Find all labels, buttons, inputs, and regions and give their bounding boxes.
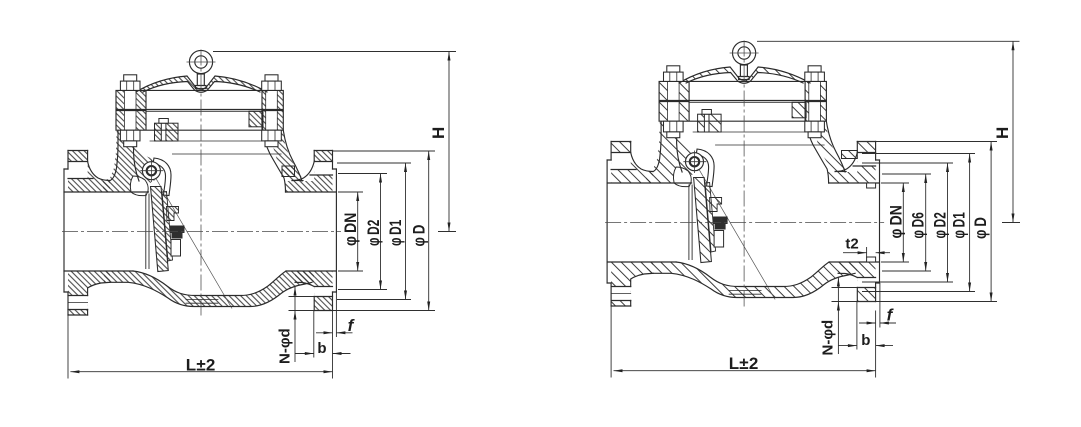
svg-text:b: b	[861, 332, 870, 349]
svg-text:L±2: L±2	[729, 354, 759, 373]
svg-text:φ D: φ D	[410, 225, 429, 247]
svg-text:φ D: φ D	[971, 217, 990, 239]
svg-text:φ D1: φ D1	[950, 212, 969, 239]
svg-text:φ DN: φ DN	[887, 205, 906, 239]
svg-text:H: H	[429, 127, 448, 139]
svg-text:φ D1: φ D1	[386, 220, 405, 247]
svg-text:L±2: L±2	[186, 355, 216, 374]
svg-text:φ D2: φ D2	[364, 220, 383, 247]
svg-text:φ D6: φ D6	[909, 212, 928, 239]
svg-text:t2: t2	[845, 236, 858, 253]
svg-text:φ DN: φ DN	[341, 213, 360, 247]
svg-text:N-φd: N-φd	[277, 328, 294, 364]
svg-text:H: H	[993, 127, 1012, 139]
svg-text:φ D2: φ D2	[931, 212, 950, 239]
svg-text:f: f	[348, 316, 356, 335]
svg-text:N-φd: N-φd	[820, 320, 837, 356]
svg-text:f: f	[887, 306, 895, 325]
svg-text:b: b	[317, 340, 326, 357]
